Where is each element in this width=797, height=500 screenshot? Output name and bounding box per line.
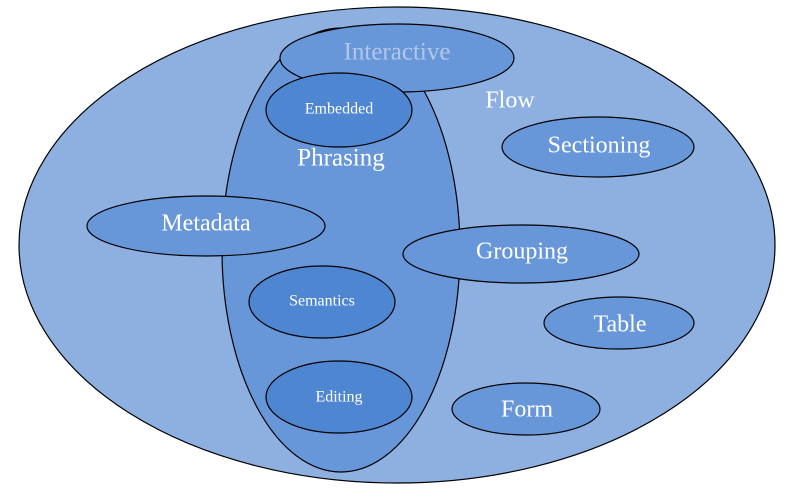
phrasing-label: Phrasing (297, 145, 385, 172)
semantics-ellipse (248, 265, 396, 339)
table-label: Table (594, 312, 647, 338)
grouping-label: Grouping (476, 239, 568, 265)
editing-ellipse (265, 360, 413, 434)
sectioning-label: Sectioning (548, 133, 651, 159)
semantics-label: Semantics (289, 293, 355, 310)
table-ellipse (543, 296, 695, 350)
editing-label: Editing (315, 389, 362, 406)
embedded-ellipse (265, 72, 413, 148)
flow-label: Flow (485, 88, 535, 114)
grouping-ellipse (402, 224, 640, 284)
metadata-ellipse (86, 195, 326, 257)
form-ellipse (451, 382, 601, 436)
sectioning-ellipse (501, 116, 695, 178)
form-label: Form (501, 397, 553, 423)
embedded-label: Embedded (305, 101, 373, 118)
interactive-label: Interactive (344, 39, 451, 66)
metadata-label: Metadata (161, 211, 251, 237)
